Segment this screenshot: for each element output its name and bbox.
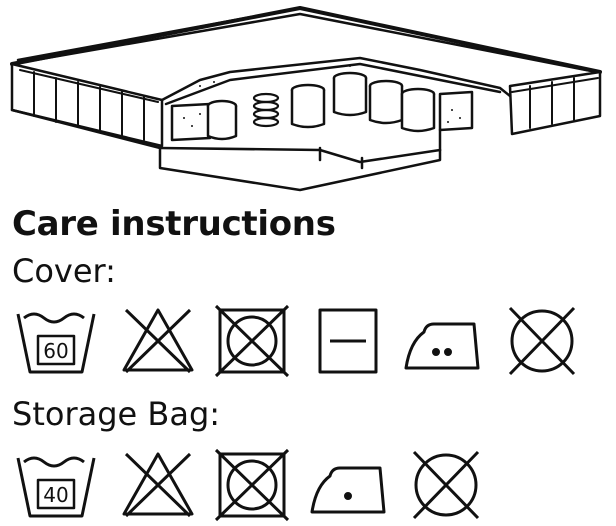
do-not-bleach-icon xyxy=(116,446,200,524)
do-not-tumble-dry-icon xyxy=(210,446,294,524)
do-not-dry-clean-icon xyxy=(404,446,488,524)
cover-care-symbols: 60 xyxy=(0,302,616,380)
iron-low-heat-icon xyxy=(306,446,390,524)
mattress-illustration xyxy=(10,6,602,192)
wash-temp-label: 40 xyxy=(43,483,68,507)
wash-40-icon: 40 xyxy=(14,446,98,524)
page-title: Care instructions xyxy=(12,204,336,244)
do-not-bleach-icon xyxy=(116,302,200,380)
do-not-tumble-dry-icon xyxy=(210,302,294,380)
line-dry-icon xyxy=(306,302,390,380)
iron-medium-heat-icon xyxy=(400,302,484,380)
storage-bag-section-label: Storage Bag: xyxy=(12,395,221,433)
do-not-dry-clean-icon xyxy=(500,302,584,380)
wash-temp-label: 60 xyxy=(43,339,68,363)
cover-section-label: Cover: xyxy=(12,252,116,290)
storage-bag-care-symbols: 40 xyxy=(0,446,616,524)
wash-60-icon: 60 xyxy=(14,302,98,380)
